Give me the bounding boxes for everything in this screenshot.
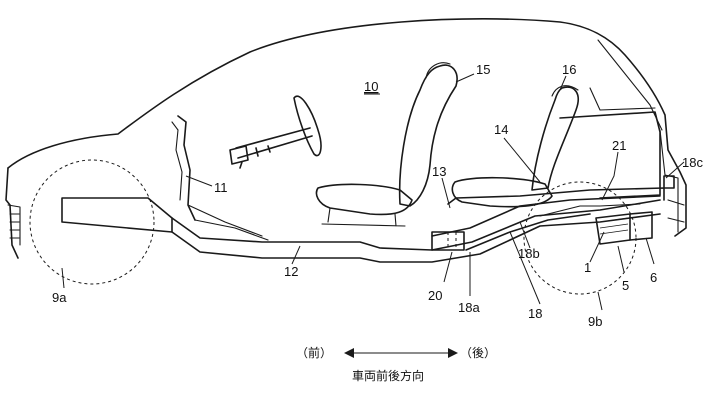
direction-front-label: （前）	[296, 345, 332, 360]
rear-seat-cushion	[451, 176, 553, 208]
label-5: 5	[622, 278, 629, 293]
label-18c: 18c	[682, 155, 703, 170]
front-bumper	[5, 167, 19, 259]
front-seat-rail	[321, 207, 406, 227]
rear-module-hatch	[599, 217, 629, 235]
steering-column	[229, 127, 313, 169]
dash-panel-inner	[171, 121, 183, 201]
label-16: 16	[562, 62, 576, 77]
floor-panel	[171, 199, 661, 251]
label-18b: 18b	[518, 246, 540, 261]
rear-seat-back	[531, 86, 579, 191]
rear-side-frame	[431, 195, 661, 237]
rear-side-frame-lower	[465, 213, 591, 251]
floor-panel-lower	[171, 213, 661, 263]
rear-wheel-9b	[523, 181, 637, 295]
front-grille	[7, 204, 21, 246]
direction-arrow-left-head	[344, 348, 354, 358]
front-headrest	[425, 62, 451, 79]
vehicle-body-outline	[7, 18, 687, 237]
steering-wheel	[293, 95, 322, 157]
label-15: 15	[476, 62, 490, 77]
floor-tunnel-cover	[187, 204, 269, 241]
direction-caption: 車両前後方向	[352, 368, 424, 383]
dash-panel	[177, 115, 196, 221]
label-13: 13	[432, 164, 446, 179]
label-20: 20	[428, 288, 442, 303]
front-side-frame	[61, 197, 173, 233]
front-wheel-9a	[29, 159, 155, 285]
front-seat-back	[398, 64, 458, 207]
label-6: 6	[650, 270, 657, 285]
label-9a: 9a	[52, 290, 67, 305]
label-12: 12	[284, 264, 298, 279]
rear-module-housing	[629, 211, 653, 241]
direction-rear-label: （後）	[460, 346, 496, 360]
front-seat-cushion	[315, 183, 413, 216]
label-21: 21	[612, 138, 626, 153]
label-9b: 9b	[588, 314, 602, 329]
label-11: 11	[214, 180, 228, 195]
label-1: 1	[584, 260, 591, 275]
leader-lines	[61, 73, 685, 311]
component-20-hatch	[447, 232, 457, 250]
bracket-18c	[663, 175, 675, 189]
label-18a: 18a	[458, 300, 480, 315]
luggage-floor	[559, 111, 661, 199]
rear-window-pillar	[589, 39, 663, 131]
label-10: 10	[364, 79, 378, 94]
rear-floor-cross-member	[447, 187, 665, 205]
direction-indicator: （前） （後） 車両前後方向	[296, 345, 496, 383]
direction-arrow-right-head	[448, 348, 458, 358]
label-14: 14	[494, 122, 508, 137]
rear-suspension-member	[539, 203, 641, 217]
label-18: 18	[528, 306, 542, 321]
